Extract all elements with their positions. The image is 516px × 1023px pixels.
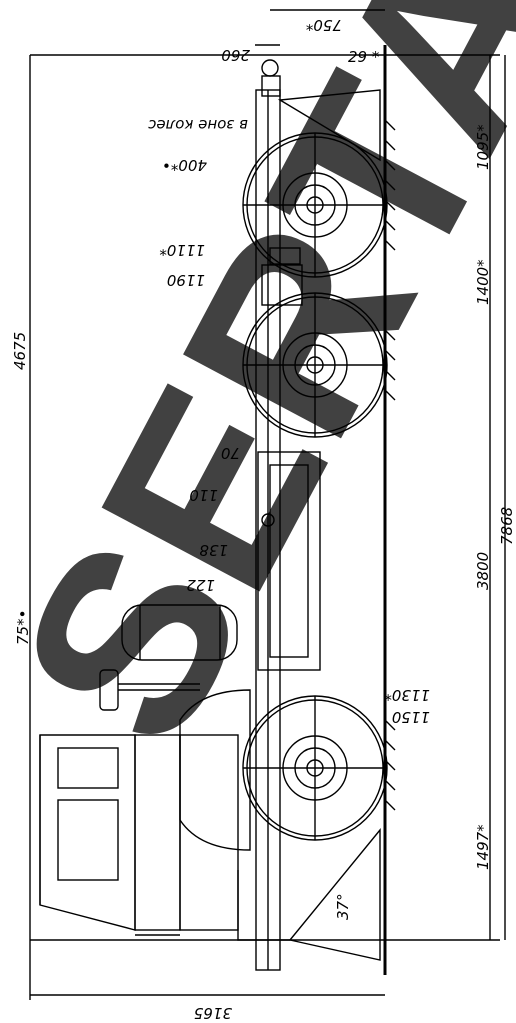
dim-70: 70 (221, 444, 240, 462)
dim-1130: 1130* (384, 686, 430, 704)
tank-cap (261, 513, 275, 527)
hitch-mount (261, 75, 281, 97)
front-fender (179, 689, 251, 851)
dim-3800: 3800 (474, 552, 492, 590)
dim-7868: 7868 (498, 507, 516, 545)
cab-side-window (57, 747, 119, 789)
suspension-bracket (269, 247, 301, 265)
dim-110: 110 (189, 486, 218, 504)
dim-138: 138 (199, 541, 228, 559)
dimension-labels: 750* 260 29 * в зоне колес 400*• 1095* 1… (11, 16, 516, 1022)
fuel-tank (257, 451, 321, 671)
dim-1497: 1497* (474, 824, 492, 870)
dim-750: 750* (305, 16, 342, 34)
dim-1095: 1095* (474, 124, 492, 170)
dim-122: 122 (186, 576, 215, 594)
front-overhang-angle (288, 828, 381, 961)
dim-3165: 3165 (194, 1004, 232, 1022)
watermark: SERTA (0, 0, 516, 786)
ground-hatching (384, 119, 396, 811)
engine-hood (179, 734, 239, 931)
dim-75: 75*• (14, 610, 32, 645)
rear-suspension (261, 264, 303, 306)
air-tank (121, 604, 238, 661)
bumper (237, 870, 290, 941)
dim-37-angle: 37° (334, 893, 352, 920)
dim-1400: 1400* (474, 259, 492, 305)
rear-overhang-angle (277, 89, 381, 162)
fuel-tank-inner (269, 464, 309, 658)
rear-wheel-1 (242, 132, 388, 278)
dim-wheel-zone: в зоне колес (147, 116, 248, 134)
dim-260: 260 (221, 46, 250, 64)
dim-29-angle: 29 * (348, 48, 380, 66)
dim-400: 400*• (162, 156, 207, 174)
dim-1150: 1150 (392, 708, 430, 726)
cab-door-window (57, 799, 119, 881)
cab (39, 734, 290, 941)
dim-1190: 1190 (167, 271, 205, 289)
dim-1110: 1110* (159, 241, 205, 259)
dim-4675: 4675 (11, 332, 29, 370)
cab-body (134, 734, 181, 931)
rear-wheel-2 (242, 292, 388, 438)
front-wheel (242, 695, 388, 841)
